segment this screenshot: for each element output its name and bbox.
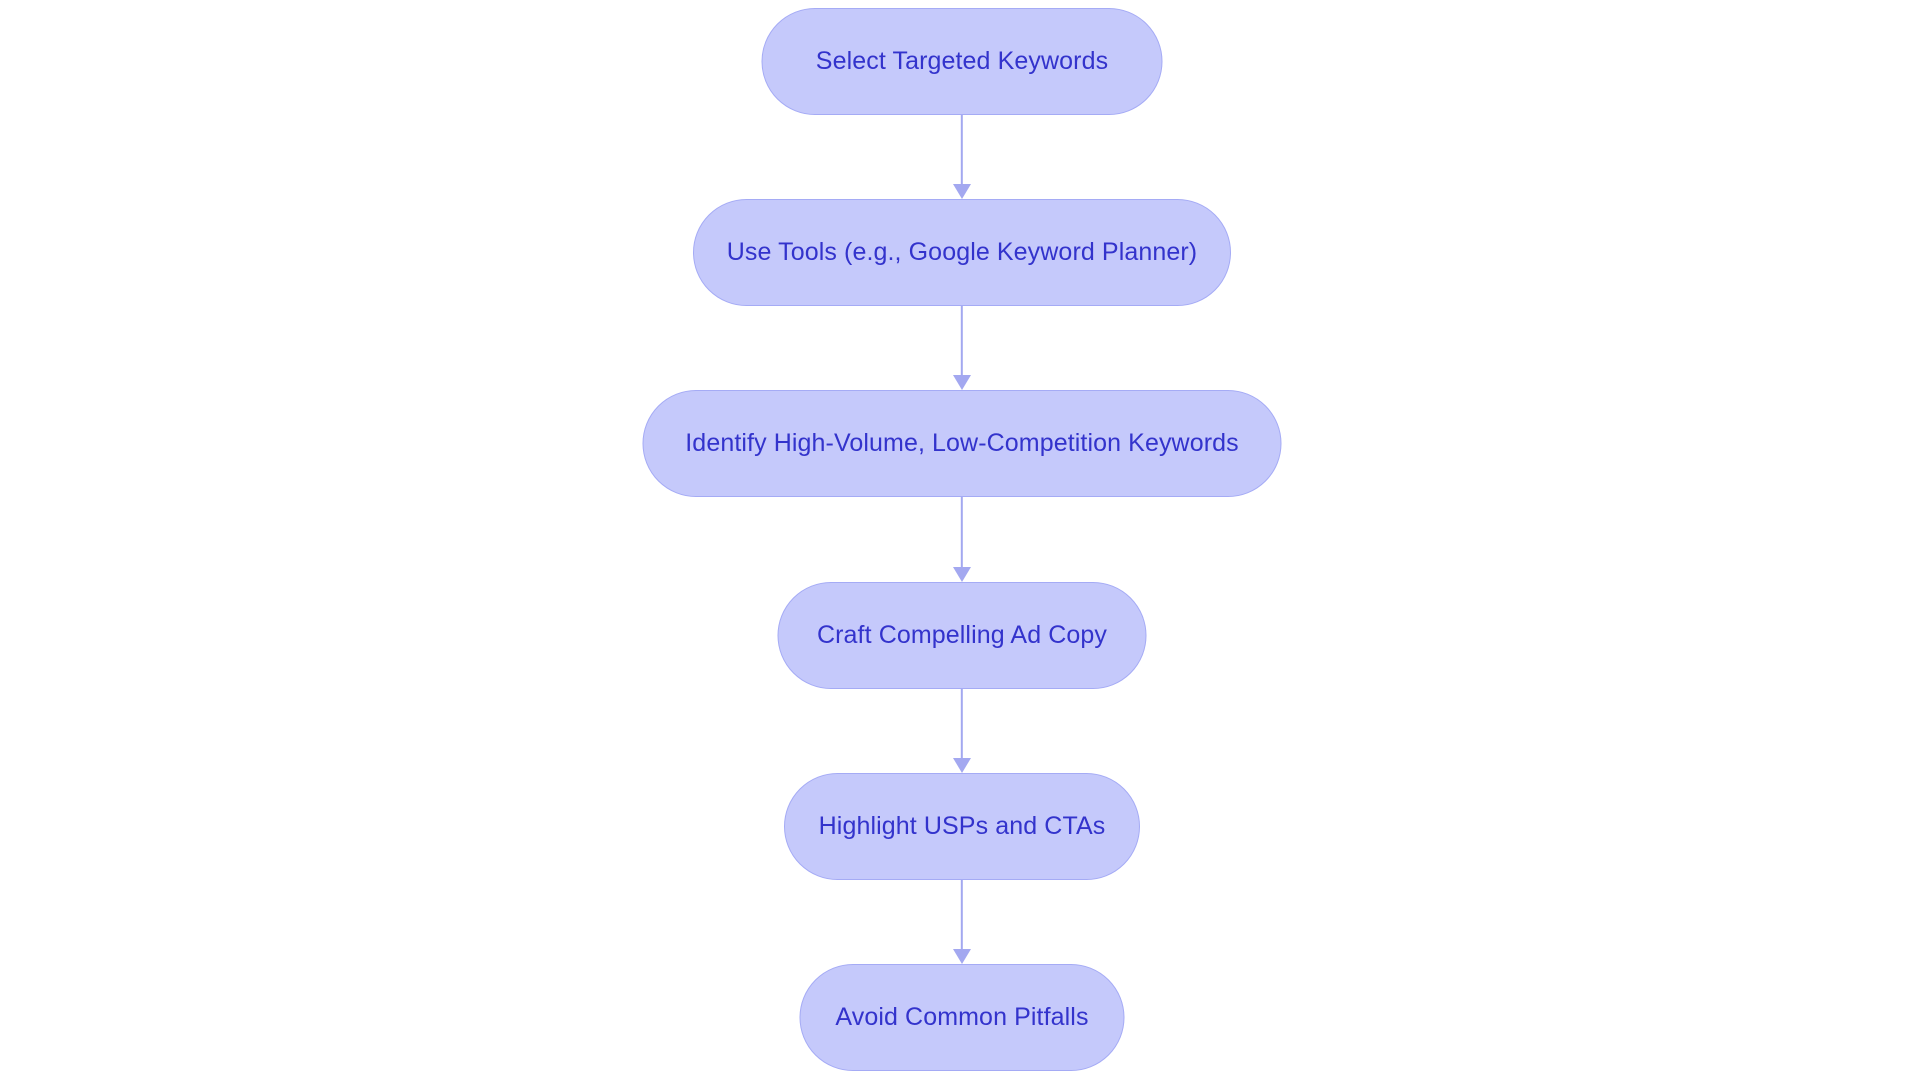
arrow-head-icon	[953, 758, 971, 773]
flow-node-avoid-common-pitfalls[interactable]: Avoid Common Pitfalls	[799, 964, 1125, 1071]
arrow-head-icon	[953, 375, 971, 390]
flow-node-select-targeted-keywords[interactable]: Select Targeted Keywords	[761, 8, 1163, 115]
edge-line	[960, 306, 964, 375]
flow-edge	[950, 306, 974, 390]
flow-node-label: Use Tools (e.g., Google Keyword Planner)	[726, 238, 1198, 266]
arrow-head-icon	[953, 567, 971, 582]
arrow-head-icon	[953, 184, 971, 199]
flow-node-use-tools[interactable]: Use Tools (e.g., Google Keyword Planner)	[693, 199, 1231, 306]
edge-line	[960, 880, 964, 949]
flow-node-label: Highlight USPs and CTAs	[818, 812, 1106, 840]
flow-node-highlight-usps-ctas[interactable]: Highlight USPs and CTAs	[784, 773, 1140, 880]
flow-node-label: Select Targeted Keywords	[815, 47, 1109, 75]
flow-edge	[950, 689, 974, 773]
flow-node-label: Craft Compelling Ad Copy	[816, 621, 1108, 649]
flow-node-label: Avoid Common Pitfalls	[835, 1003, 1089, 1031]
flow-edge	[950, 115, 974, 199]
flow-edge	[950, 497, 974, 582]
edge-line	[960, 689, 964, 758]
flow-edge	[950, 880, 974, 964]
arrow-head-icon	[953, 949, 971, 964]
edge-line	[960, 115, 964, 184]
flow-node-label: Identify High-Volume, Low-Competition Ke…	[685, 429, 1239, 457]
flow-node-craft-ad-copy[interactable]: Craft Compelling Ad Copy	[777, 582, 1147, 689]
edge-line	[960, 497, 964, 567]
flow-node-identify-keywords[interactable]: Identify High-Volume, Low-Competition Ke…	[642, 390, 1282, 497]
